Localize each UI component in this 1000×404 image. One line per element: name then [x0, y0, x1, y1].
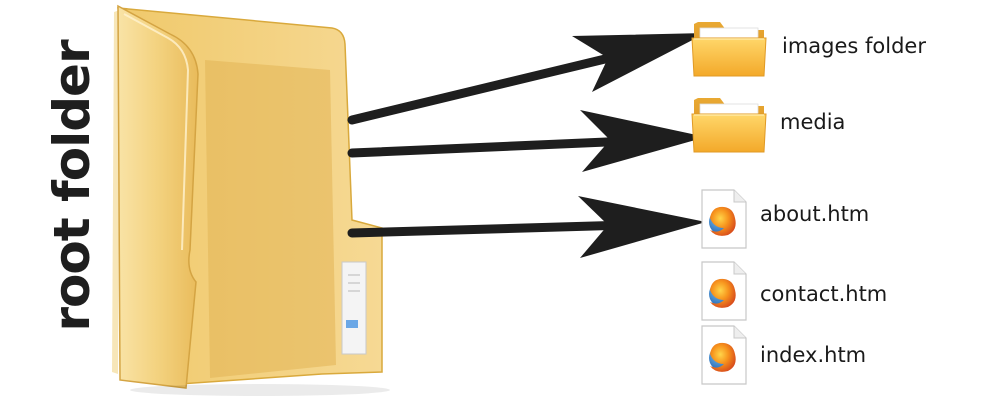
arrow-to-files — [347, 196, 706, 258]
index-htm-label: index.htm — [760, 343, 867, 367]
root-folder-icon — [112, 4, 390, 396]
index-htm-file-icon — [701, 325, 747, 385]
media-label: media — [780, 110, 846, 134]
media-folder-icon — [691, 98, 767, 153]
root-folder-label: root folder — [43, 40, 101, 332]
contact-htm-file-icon — [701, 261, 747, 321]
contact-htm-label: contact.htm — [760, 282, 888, 306]
images-folder-icon — [691, 22, 767, 77]
arrow-to-images-folder — [347, 33, 706, 125]
about-htm-file-icon — [701, 189, 747, 249]
images-folder-label: images folder — [782, 34, 926, 58]
arrow-to-media — [347, 110, 706, 172]
about-htm-label: about.htm — [760, 202, 870, 226]
